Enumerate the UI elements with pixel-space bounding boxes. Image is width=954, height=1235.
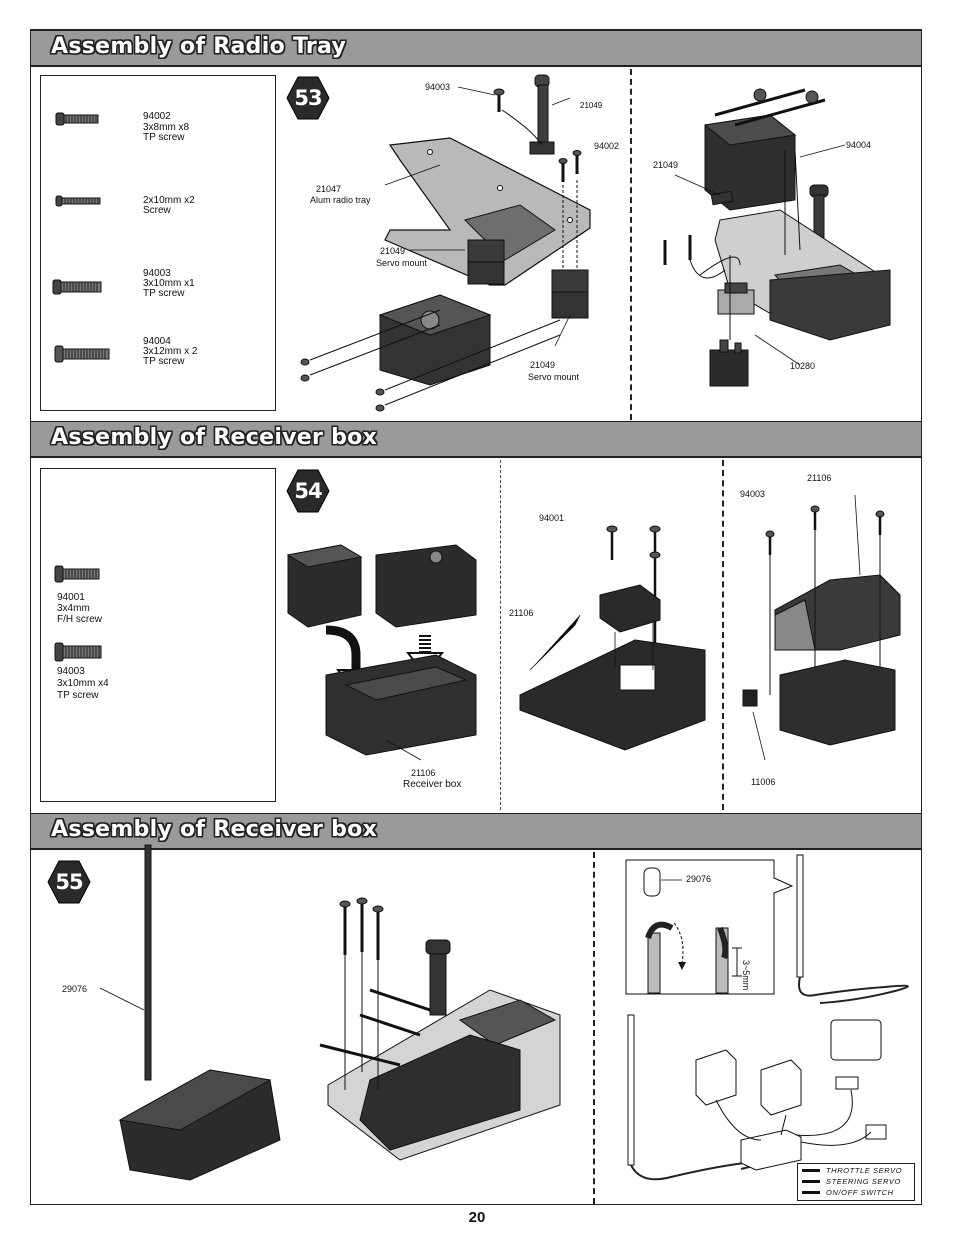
screw-icon [54, 565, 100, 583]
part-code: 94002 [143, 111, 171, 122]
receiver-antenna-drawing [99, 844, 561, 1181]
wiring-diagram [627, 1014, 887, 1181]
part-code: 94003 [143, 268, 171, 279]
step-number: 53 [294, 86, 322, 110]
hexagon-icon [286, 76, 330, 120]
divider [630, 69, 632, 420]
part-type: TP screw [143, 356, 185, 367]
part-code: 94001 [57, 592, 85, 603]
screw-icon [54, 642, 102, 662]
part-type: Screw [143, 205, 171, 216]
callout: 94002 [594, 141, 620, 151]
part-code: 94004 [143, 336, 171, 347]
receiver-box-assembled-drawing [742, 494, 901, 761]
callout: 11006 [751, 777, 776, 787]
callout: Receiver box [403, 779, 462, 790]
receiver-box-lid-drawing [519, 525, 706, 751]
legend-label: THROTTLE SERVO [826, 1166, 903, 1175]
section-header-receiver-box-antenna: Assembly of Receiver box [31, 813, 921, 850]
step-number: 54 [294, 479, 322, 503]
callout: Servo mount [528, 372, 580, 382]
callout: 21049 [380, 246, 406, 256]
callout: 21049 [580, 101, 603, 110]
callout: 21106 [411, 768, 436, 778]
divider [722, 460, 724, 810]
part-type: F/H screw [57, 614, 102, 625]
radio-tray-exploded-drawing [300, 74, 591, 412]
hexagon-icon [47, 860, 91, 904]
legend-label: ON/OFF SWITCH [826, 1188, 894, 1197]
callout: 21049 [530, 360, 556, 370]
screw-icon [52, 279, 102, 295]
wiring-legend: THROTTLE SERVO STEERING SERVO ON/OFF SWI… [797, 1163, 915, 1201]
parts-list-step53: 94002 3x8mm x8 TP screw 2x10mm x2 Screw … [40, 75, 276, 411]
section-title: Assembly of Radio Tray [51, 34, 347, 59]
part-code: 94003 [57, 666, 85, 677]
part-desc: 3x10mm x1 [143, 278, 195, 289]
legend-label: STEERING SERVO [826, 1177, 901, 1186]
callout: 94004 [846, 140, 872, 150]
callout: 21047 [316, 184, 342, 194]
section-title: Assembly of Receiver box [51, 425, 378, 450]
part-desc: 3x4mm [57, 603, 90, 614]
callout: 94003 [425, 82, 451, 92]
step-badge-55: 55 [47, 860, 91, 904]
step-badge-54: 54 [286, 469, 330, 513]
callout: Servo mount [376, 258, 428, 268]
antenna-wire-drawing [796, 854, 909, 1004]
callout: 29076 [62, 984, 88, 994]
screw-icon [54, 345, 110, 363]
callout: 21106 [807, 473, 832, 483]
receiver-box-drawing [286, 544, 477, 761]
part-desc: 2x10mm x2 [143, 195, 195, 206]
part-type: TP screw [57, 690, 99, 701]
screw-icon [55, 195, 101, 207]
part-desc: 3x12mm x 2 [143, 346, 198, 357]
radio-tray-assembled-drawing [663, 88, 891, 387]
callout: 21106 [509, 608, 534, 618]
section-header-receiver-box: Assembly of Receiver box [31, 421, 921, 458]
parts-list-step54: 94001 3x4mm F/H screw 94003 3x10mm x4 TP… [40, 468, 276, 802]
page-number: 20 [468, 1209, 486, 1226]
screw-icon [55, 112, 99, 126]
antenna-cut-detail [625, 859, 794, 995]
divider [500, 460, 501, 810]
callout: Alum radio tray [310, 195, 371, 205]
section-title: Assembly of Receiver box [51, 817, 378, 842]
callout: 94001 [539, 513, 565, 523]
callout: 10280 [790, 361, 816, 371]
part-type: TP screw [143, 288, 185, 299]
cut-length-label: 3~5mm [741, 960, 751, 991]
callout: 29076 [686, 874, 712, 884]
hexagon-icon [286, 469, 330, 513]
callout: 94003 [740, 489, 766, 499]
page-frame [30, 29, 922, 1205]
divider [593, 852, 595, 1204]
legend-item: ON/OFF SWITCH [802, 1188, 910, 1198]
part-type: TP screw [143, 132, 185, 143]
part-desc: 3x8mm x8 [143, 122, 190, 133]
legend-item: THROTTLE SERVO [802, 1166, 910, 1176]
part-desc: 3x10mm x4 [57, 678, 109, 689]
step-badge-53: 53 [286, 76, 330, 120]
legend-item: STEERING SERVO [802, 1177, 910, 1187]
callout: 21049 [653, 160, 679, 170]
section-header-radio-tray: Assembly of Radio Tray [31, 30, 921, 67]
step-number: 55 [55, 870, 83, 894]
